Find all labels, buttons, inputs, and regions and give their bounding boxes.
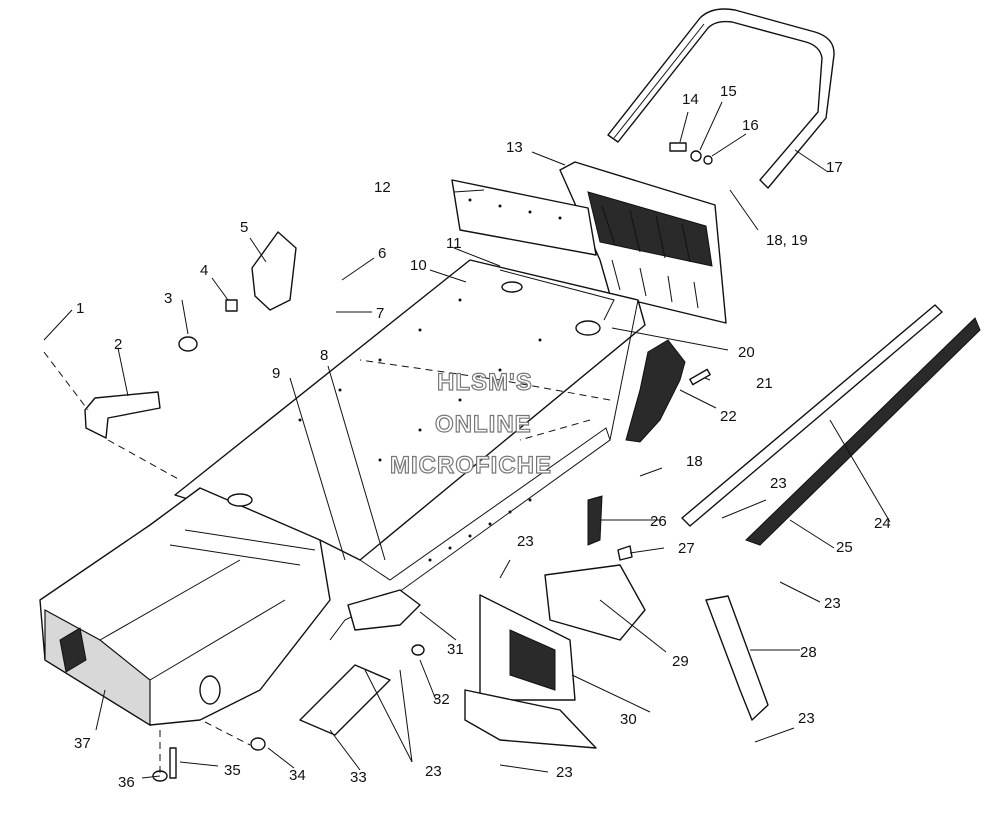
watermark-line-3: MICROFICHE bbox=[390, 452, 552, 479]
callout: 18 bbox=[686, 453, 703, 470]
nut-part-4 bbox=[225, 299, 238, 312]
callout: 16 bbox=[742, 117, 759, 134]
callout: 11 bbox=[446, 235, 462, 252]
callout: 32 bbox=[433, 691, 450, 708]
front-bulkhead bbox=[39, 487, 331, 727]
callout: 23 bbox=[798, 710, 815, 727]
plate-part-33 bbox=[299, 664, 391, 736]
callout: 26 bbox=[650, 513, 667, 530]
plate-part-30-window bbox=[509, 629, 556, 691]
slide-part-25 bbox=[745, 317, 981, 546]
callout: 9 bbox=[272, 365, 280, 382]
callout: 37 bbox=[74, 735, 91, 752]
callout: 27 bbox=[678, 540, 695, 557]
callout: 24 bbox=[874, 515, 891, 532]
callout: 28 bbox=[800, 644, 817, 661]
callout: 23 bbox=[425, 763, 442, 780]
callout: 1 bbox=[76, 300, 84, 317]
callout: 31 bbox=[447, 641, 464, 658]
part-32 bbox=[411, 644, 425, 656]
callout: 23 bbox=[824, 595, 841, 612]
callout: 20 bbox=[738, 344, 755, 361]
strip-part-28 bbox=[705, 595, 769, 721]
washer-part-15 bbox=[690, 150, 702, 162]
snow-flap bbox=[559, 161, 727, 324]
callout: 18, 19 bbox=[766, 232, 808, 249]
callout: 35 bbox=[224, 762, 241, 779]
callout: 7 bbox=[376, 305, 384, 322]
callout: 23 bbox=[556, 764, 573, 781]
bracket-part-5 bbox=[251, 231, 297, 311]
bracket-part-31 bbox=[347, 589, 421, 631]
part-26 bbox=[587, 495, 603, 546]
callout: 36 bbox=[118, 774, 135, 791]
watermark-line-2: ONLINE bbox=[435, 411, 532, 438]
callout: 4 bbox=[200, 262, 208, 279]
callout: 23 bbox=[770, 475, 787, 492]
pin-part-21 bbox=[689, 368, 711, 386]
callout: 30 bbox=[620, 711, 637, 728]
callouts: 1 2 3 4 5 6 7 8 9 10 11 12 13 14 15 16 1… bbox=[74, 83, 891, 791]
callout: 2 bbox=[114, 336, 122, 353]
callout: 25 bbox=[836, 539, 853, 556]
shield-part-30 bbox=[464, 689, 597, 749]
callout: 15 bbox=[720, 83, 737, 100]
callout: 34 bbox=[289, 767, 306, 784]
watermark-line-1: HLSM'S bbox=[437, 369, 533, 396]
plate-part-29 bbox=[544, 564, 646, 641]
callout: 3 bbox=[164, 290, 172, 307]
washer-part-16 bbox=[703, 155, 713, 165]
callout: 33 bbox=[350, 769, 367, 786]
leader-lines bbox=[43, 101, 891, 779]
callout: 21 bbox=[756, 375, 773, 392]
bracket-part-22 bbox=[625, 339, 686, 443]
callout: 6 bbox=[378, 245, 386, 262]
callout: 5 bbox=[240, 219, 248, 236]
callout: 8 bbox=[320, 347, 328, 364]
callout: 14 bbox=[682, 91, 699, 108]
callout: 23 bbox=[517, 533, 534, 550]
callout: 10 bbox=[410, 257, 427, 274]
callout: 29 bbox=[672, 653, 689, 670]
part-34 bbox=[250, 737, 266, 751]
screw-part-35 bbox=[169, 747, 177, 779]
bushing-part-3 bbox=[178, 336, 198, 352]
bracket-part-2 bbox=[84, 391, 161, 439]
callout: 12 bbox=[374, 179, 391, 196]
callout: 13 bbox=[506, 139, 523, 156]
rear-bumper bbox=[607, 8, 835, 189]
part-27 bbox=[617, 545, 633, 561]
callout: 17 bbox=[826, 159, 843, 176]
callout: 22 bbox=[720, 408, 737, 425]
bolt-part-14 bbox=[669, 142, 687, 152]
rail-part-24 bbox=[681, 304, 943, 527]
flap-bracket bbox=[451, 179, 597, 256]
